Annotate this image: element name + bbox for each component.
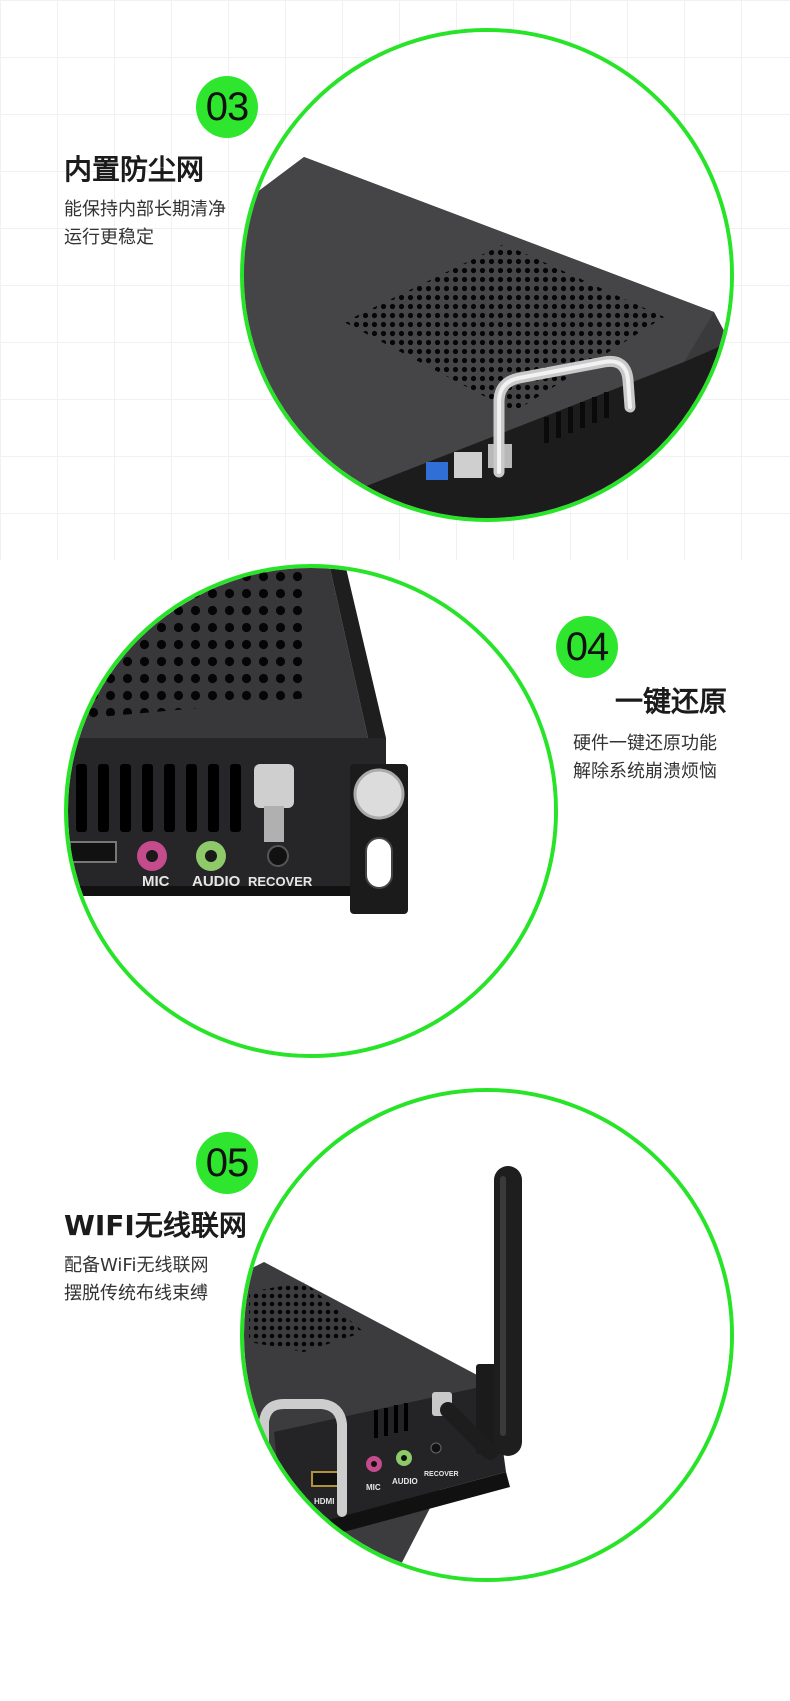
feature-title: 一键还原 (615, 685, 728, 718)
feature-desc-line-1: 配备WiFi无线联网 (64, 1255, 209, 1276)
feature-section-one-key-restore: MIC AUDIO RECOVER 04 一键还原 硬件一键还原功能 解除系统崩… (0, 560, 790, 1080)
feature-desc-line-1: 能保持内部长期清净 (64, 199, 226, 220)
port-label-mic: MIC (142, 873, 170, 890)
feature-section-wifi: 05 WIFI无线联网 配备WiFi无线联网 摆脱传统布线束缚 (0, 1080, 790, 1701)
feature-title: WIFI无线联网 (64, 1209, 247, 1242)
port-label-audio: AUDIO (392, 1477, 418, 1486)
port-label-recover: RECOVER (424, 1471, 459, 1478)
feature-number-badge: 05 (196, 1132, 258, 1194)
product-photo-dust-filter (240, 28, 734, 522)
product-photo-restore: MIC AUDIO RECOVER (64, 564, 558, 1058)
port-label-hdmi: HDMI (314, 1497, 334, 1506)
port-label-recover: RECOVER (248, 874, 313, 889)
feature-desc-line-2: 摆脱传统布线束缚 (64, 1283, 208, 1304)
feature-number-badge: 03 (196, 76, 258, 138)
port-label-audio: AUDIO (192, 873, 241, 890)
feature-desc-line-1: 硬件一键还原功能 (573, 733, 717, 754)
feature-section-dust-filter: 03 内置防尘网 能保持内部长期清净 运行更稳定 (0, 0, 790, 560)
feature-desc-line-2: 运行更稳定 (64, 227, 154, 248)
feature-desc-line-2: 解除系统崩溃烦恼 (573, 761, 717, 782)
feature-title: 内置防尘网 (64, 153, 205, 186)
product-photo-wifi: MIC AUDIO RECOVER HDMI (240, 1088, 734, 1582)
port-label-mic: MIC (366, 1483, 381, 1492)
feature-number-badge: 04 (556, 616, 618, 678)
